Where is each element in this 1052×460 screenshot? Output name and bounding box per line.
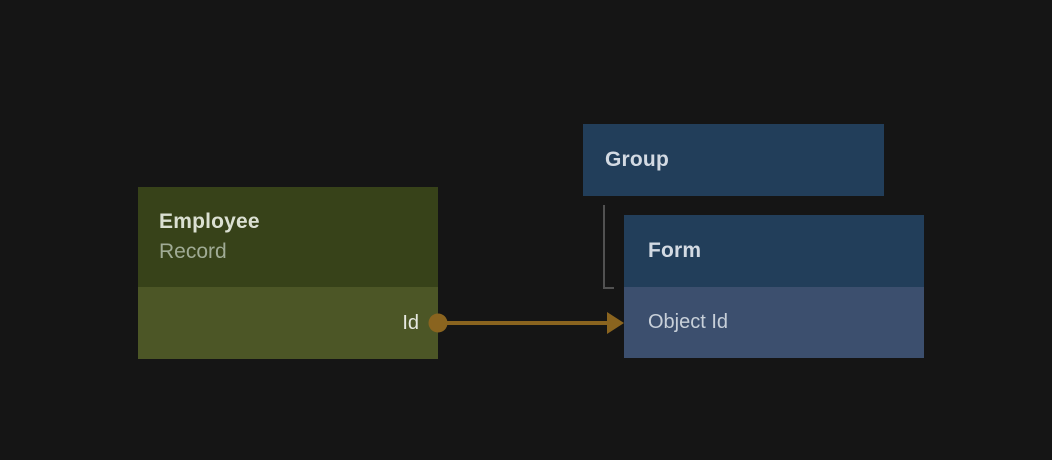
edge-source-dot[interactable] (428, 313, 448, 333)
edge-employee-id-to-form-object-id[interactable] (428, 312, 625, 334)
node-form-header[interactable]: Form (624, 215, 924, 287)
node-employee-title: Employee (159, 210, 260, 233)
node-form[interactable]: Form Object Id (624, 215, 924, 358)
node-employee-header[interactable]: Employee Record (138, 187, 438, 287)
edge-arrowhead-icon (607, 312, 624, 334)
node-group-header[interactable]: Group (583, 124, 884, 196)
node-employee-field-id[interactable]: Id (138, 287, 438, 359)
node-employee-field-id-label: Id (402, 311, 419, 334)
node-group[interactable]: Group (583, 124, 884, 196)
node-employee-subtitle: Record (159, 240, 227, 263)
node-group-title: Group (605, 148, 669, 171)
node-form-field-object-id[interactable]: Object Id (624, 287, 924, 358)
edge-group-to-form[interactable] (603, 205, 614, 289)
node-employee[interactable]: Employee Record Id (138, 187, 438, 359)
node-form-title: Form (648, 239, 702, 262)
node-form-field-object-id-label: Object Id (648, 311, 729, 333)
